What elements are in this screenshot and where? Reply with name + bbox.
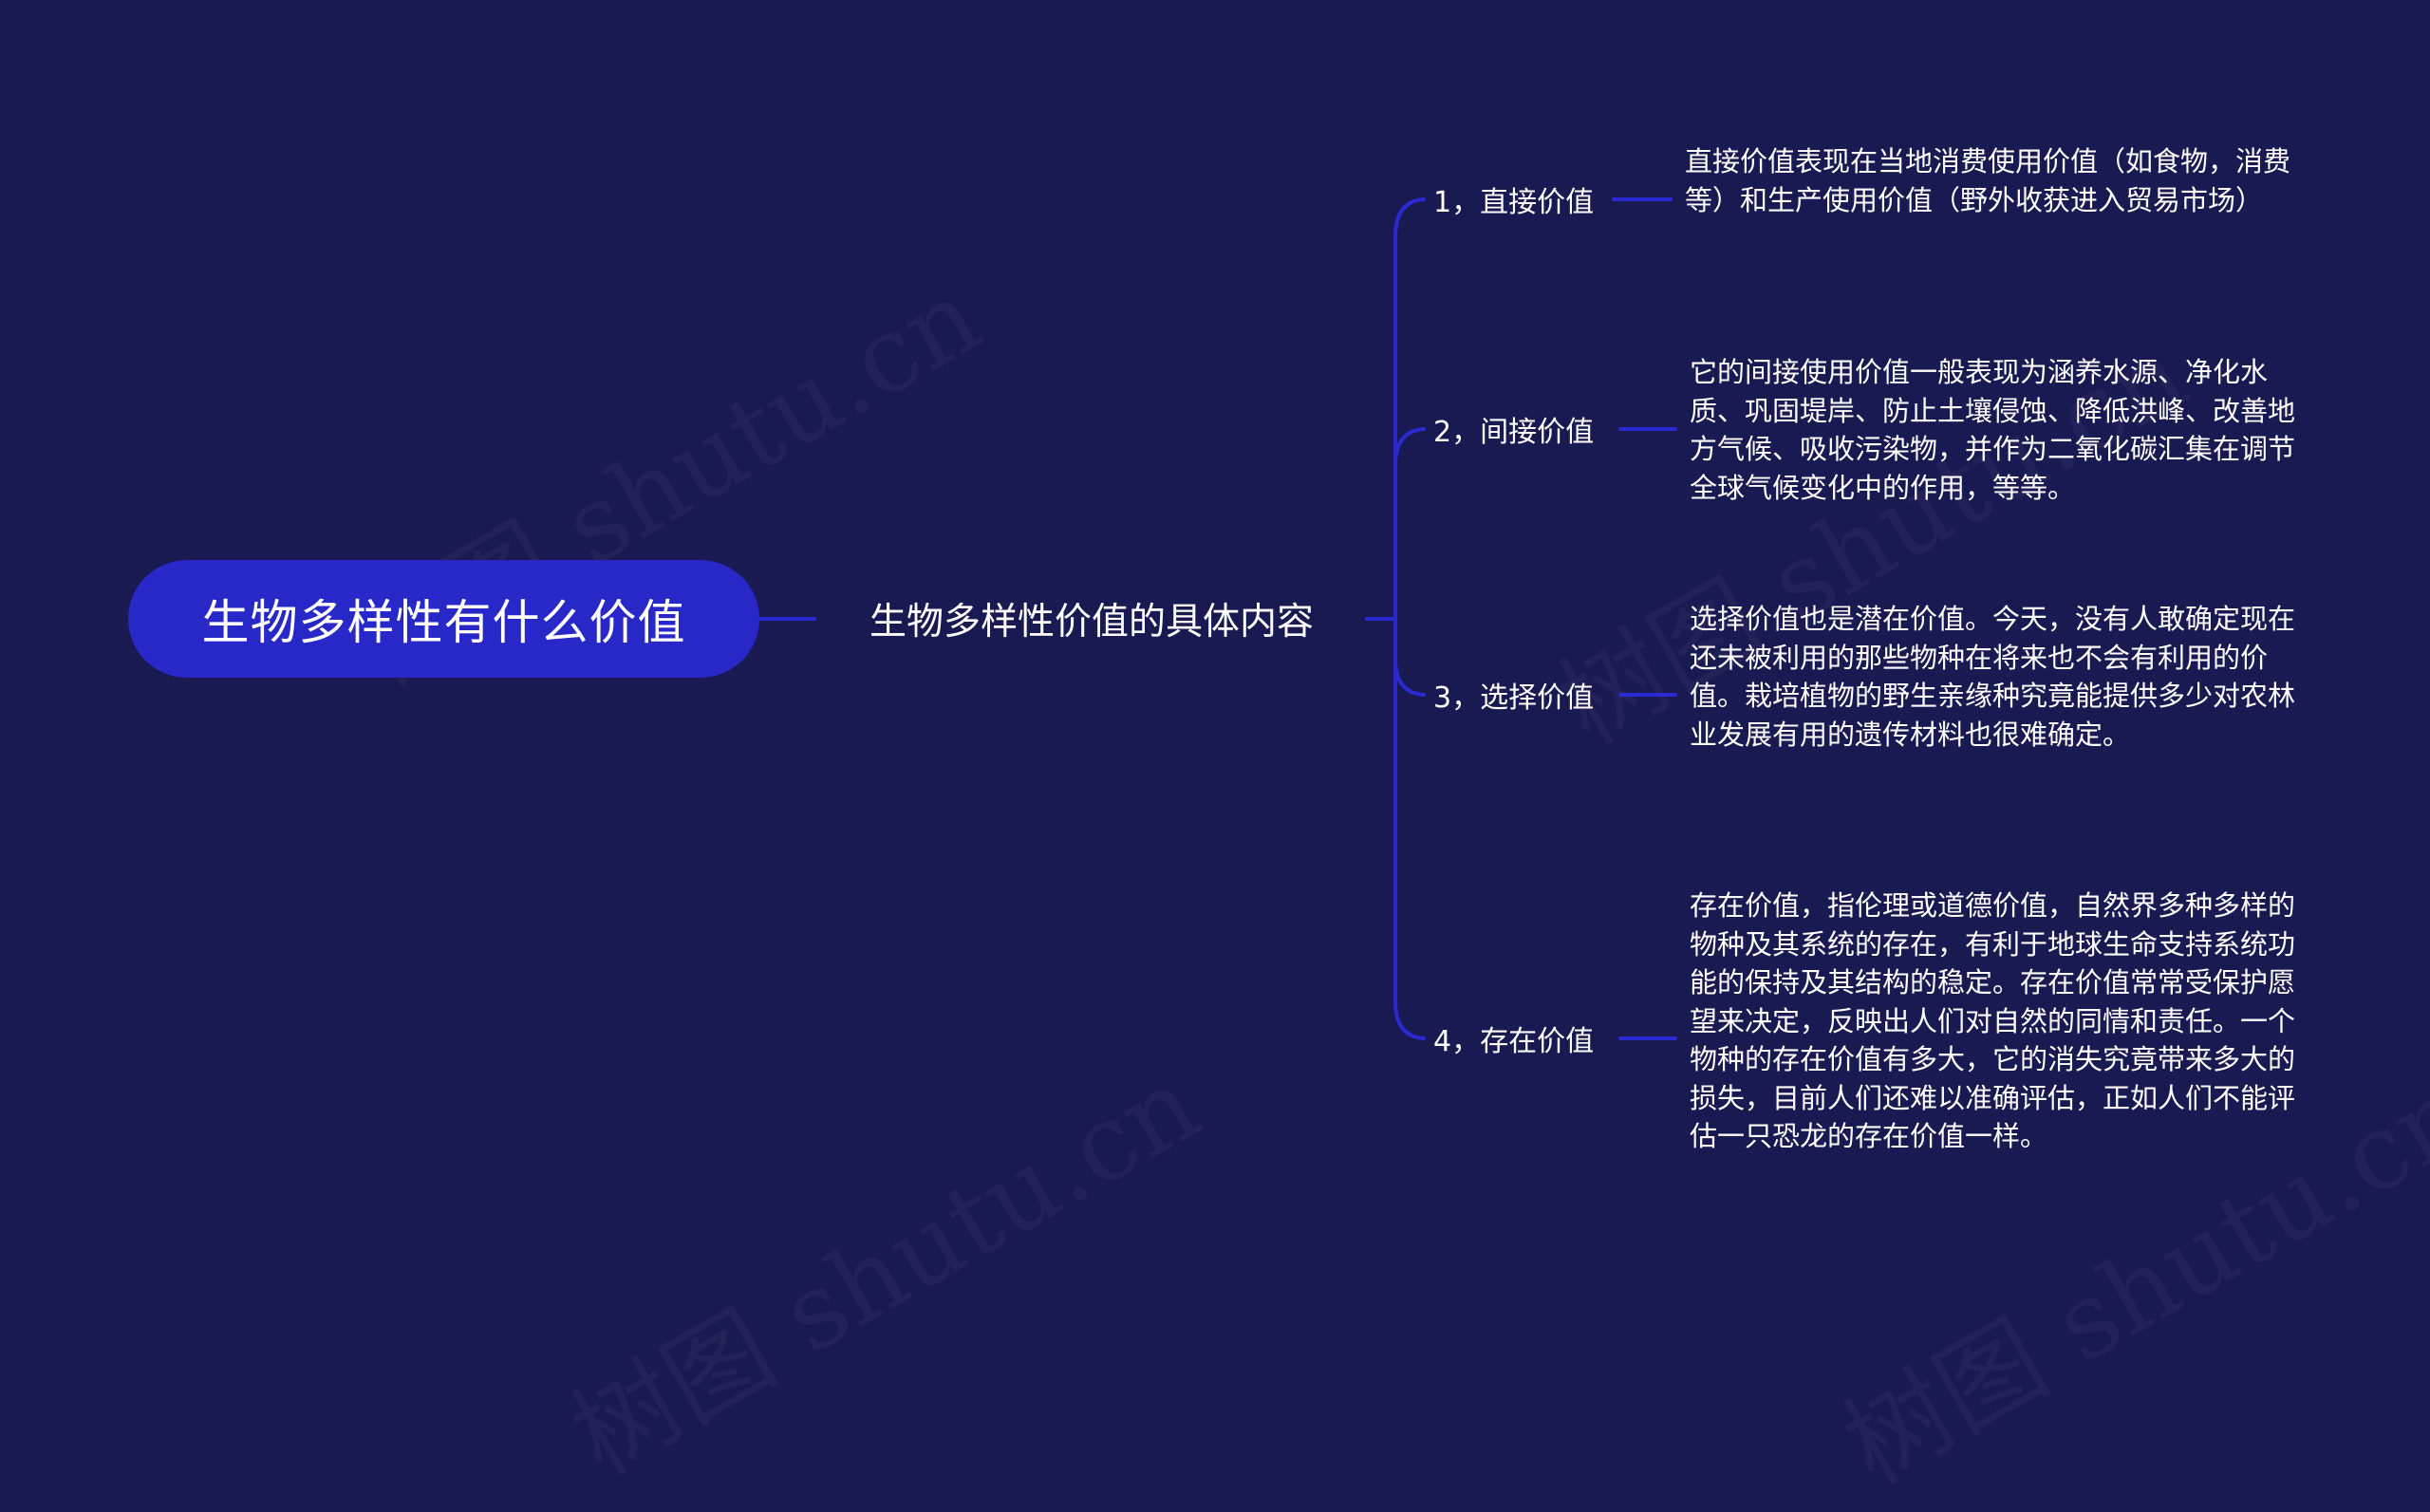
topic-node[interactable]: 生物多样性价值的具体内容	[835, 588, 1348, 649]
leaf-direct-value-detail[interactable]: 直接价值表现在当地消费使用价值（如食物，消费等）和生产使用价值（野外收获进入贸易…	[1685, 145, 2291, 216]
leaf-indirect-value-detail[interactable]: 它的间接使用价值一般表现为涵养水源、净化水质、巩固堤岸、防止土壤侵蚀、降低洪峰、…	[1690, 356, 2296, 504]
leaf-existence-value-detail[interactable]: 存在价值，指伦理或道德价值，自然界多种多样的物种及其系统的存在，有利于地球生命支…	[1690, 889, 2296, 1152]
branch-node-existence-value[interactable]: 4，存在价值	[1433, 1025, 1595, 1058]
branch-node-direct-value[interactable]: 1，直接价值	[1433, 186, 1595, 219]
trunk-connector	[1393, 197, 1426, 621]
leaf-option-value-detail[interactable]: 选择价值也是潜在价值。今天，没有人敢确定现在还未被利用的那些物种在将来也不会有利…	[1690, 603, 2296, 751]
branch-node-indirect-value[interactable]: 2，间接价值	[1433, 416, 1595, 449]
trunk-connector	[1393, 427, 1426, 621]
topic-label: 生物多样性价值的具体内容	[869, 601, 1314, 644]
trunk-connector	[1393, 617, 1426, 697]
mindmap-canvas: 树图 shutu.cn 树图 shutu.cn 树图 shutu.cn 树图 s…	[128, 145, 2296, 1152]
root-label: 生物多样性有什么价值	[201, 595, 686, 650]
trunk-connector	[1393, 617, 1426, 1040]
root-node[interactable]: 生物多样性有什么价值	[128, 560, 759, 678]
connector-lines	[757, 197, 1677, 1040]
branch-node-option-value[interactable]: 3，选择价值	[1433, 681, 1595, 715]
